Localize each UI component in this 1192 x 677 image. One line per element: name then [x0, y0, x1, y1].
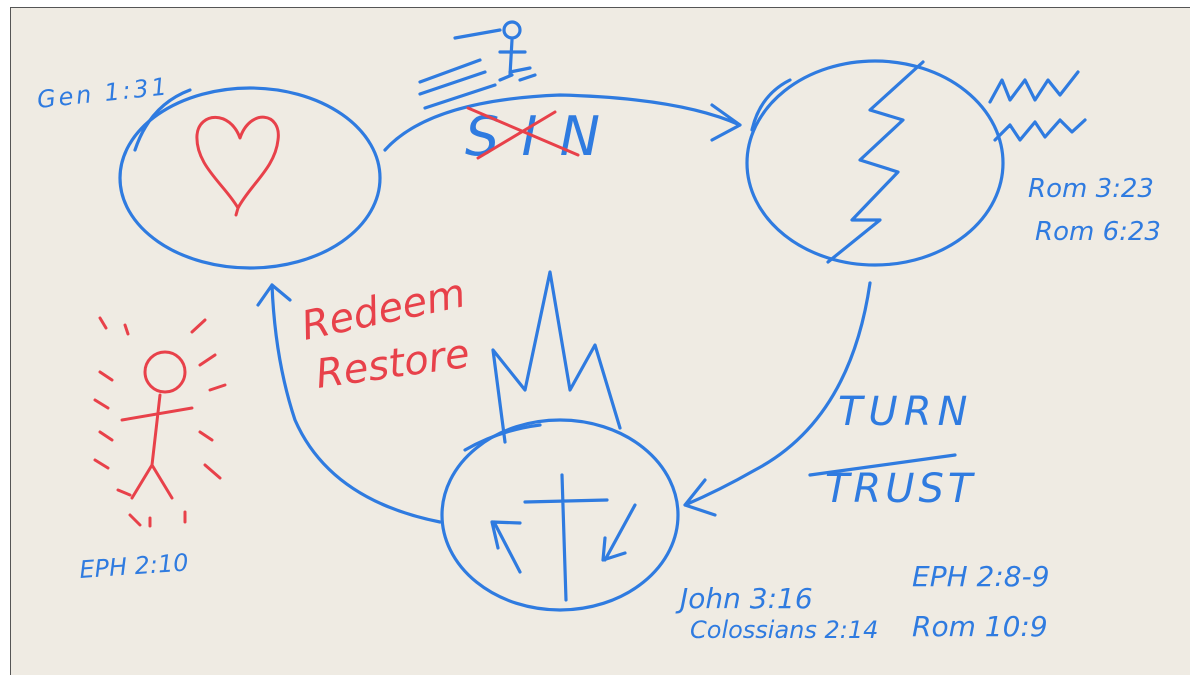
crown-icon [491, 270, 622, 444]
lightning-icon [826, 60, 925, 264]
heart-icon [195, 115, 280, 217]
cross-circle-overstroke [463, 423, 542, 452]
arrow-broken-to-cross [683, 281, 872, 517]
arrow-cross-to-creation [256, 283, 442, 524]
eph-289-label: EPH 2:8-9 [912, 560, 1050, 593]
cross-circle [440, 418, 680, 612]
cross-icon [523, 473, 609, 602]
rom-623-label: Rom 6:23 [1035, 217, 1161, 247]
rom-323-label: Rom 3:23 [1028, 174, 1154, 204]
trust-label: TRUST [825, 466, 976, 512]
broken-circle [745, 59, 1005, 267]
turn-label: TURN [838, 389, 973, 435]
arrow-creation-to-broken [383, 93, 742, 152]
broken-circle-overstroke [750, 78, 792, 132]
eph-210-label: EPH 2:10 [78, 548, 189, 584]
creation-circle [118, 86, 382, 270]
john-label: John 3:16 [675, 582, 813, 615]
happy-figure-icon [93, 316, 227, 528]
shake-lines-icon [988, 70, 1087, 142]
rom-109-label: Rom 10:9 [912, 610, 1048, 643]
gen-label: Gen 1:31 [36, 73, 168, 114]
turn-underline [808, 453, 957, 477]
up-arrow-icon [490, 520, 522, 574]
strike-sin [466, 106, 580, 160]
motion-lines-icon [418, 28, 502, 110]
stick-figure-sin-icon [498, 20, 537, 82]
colossians-label: Colossians 2:14 [690, 616, 878, 644]
creation-circle-overstroke [133, 88, 192, 152]
down-arrow-icon [601, 503, 637, 562]
